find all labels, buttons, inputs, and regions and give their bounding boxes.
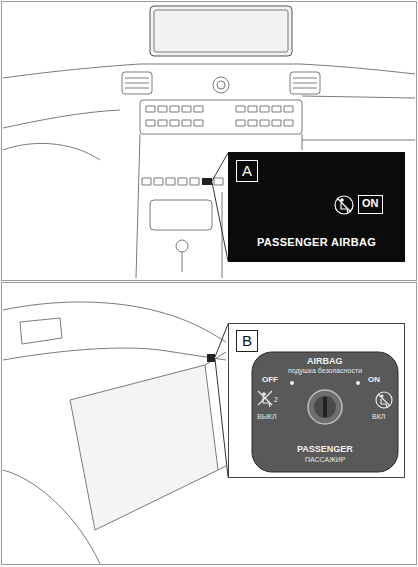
callout-panel: B AIRBAGподушка безопасностиPASSENGER ПАСС… (228, 323, 405, 478)
switch-name: PASSENGER (297, 444, 353, 454)
indicator-lamp: ON (358, 195, 383, 214)
leader-line (212, 153, 228, 261)
symbol-index: 2 (274, 396, 278, 404)
key-cylinder (314, 396, 336, 418)
switch-plate-shape (252, 352, 398, 472)
position-dot (356, 381, 360, 385)
airbag-off-symbol (258, 391, 272, 407)
image-frame (2, 2, 417, 281)
position-label-ru: ВКЛ (372, 413, 385, 421)
callout-ground (228, 323, 405, 478)
dashboard-drawing (3, 6, 415, 278)
switch-name-ru: ПАССАЖИР (305, 456, 345, 464)
indicator-caption: PASSENGER AIRBAG (257, 236, 376, 249)
callout-letter: A (236, 160, 258, 182)
position-label: ON (368, 375, 380, 384)
key-slot (323, 397, 327, 417)
callout-letter: B (236, 330, 258, 352)
position-label: OFF (262, 375, 278, 384)
key-cylinder (308, 390, 342, 424)
airbag-on-symbol (376, 392, 392, 408)
switch-title-ru: подушка безопасности (288, 367, 362, 375)
airbag-off-icon (335, 196, 353, 214)
indicator-state: ON (362, 197, 379, 210)
switch-title: AIRBAG (307, 356, 343, 366)
glovebox-drawing (3, 302, 226, 564)
callout-panel: A PASSENGER AIRBAG ON (228, 152, 405, 262)
leader-line (215, 324, 228, 477)
switch-location (207, 354, 215, 362)
switch-plate: AIRBAGподушка безопасностиPASSENGER ПАССА… (252, 352, 398, 472)
image-frame (2, 283, 417, 565)
position-dot (290, 381, 294, 385)
callout-ground (228, 152, 405, 262)
position-label-ru: ВЫКЛ (257, 413, 277, 421)
indicator-location (202, 178, 212, 185)
